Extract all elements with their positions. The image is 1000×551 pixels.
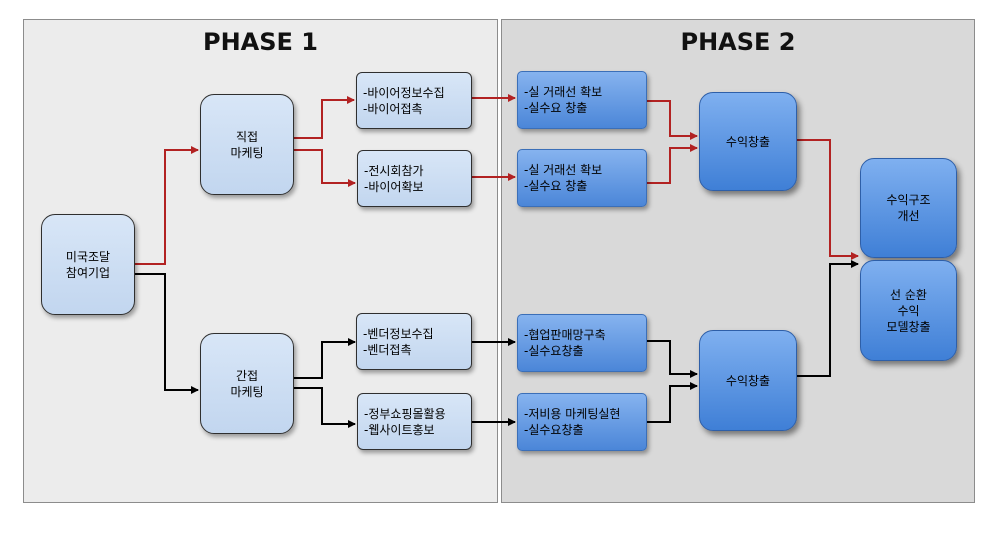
structure-improvement-line1: 수익구조	[886, 193, 931, 207]
arrow-rev-top-to-final	[797, 139, 859, 260]
virtuous-cycle-node: 선 순환 수익 모델창출	[860, 260, 957, 361]
arrow-start-to-indirect	[135, 273, 199, 394]
arrow-start-to-direct	[135, 146, 199, 265]
start-node-line2: 참여기업	[65, 265, 111, 280]
real-deal-1-line1: -실 거래선 확보	[524, 85, 603, 99]
real-deal-2-line2: -실수요 창출	[524, 179, 588, 193]
exhibition-box: -전시회참가 -바이어확보	[357, 150, 472, 207]
real-deal-2-line1: -실 거래선 확보	[524, 163, 603, 177]
real-deal-box-2: -실 거래선 확보 -실수요 창출	[517, 149, 647, 207]
arrow-p1-to-rev-top	[647, 100, 698, 140]
low-cost-line1: -저비용 마케팅실현	[524, 407, 621, 421]
exhibition-line1: -전시회참가	[364, 163, 424, 178]
collab-sales-box: -협업판매망구축 -실수요창출	[517, 314, 647, 372]
arrow-indirect-to-i1	[294, 338, 356, 379]
revenue-node-top: 수익창출	[699, 92, 797, 191]
start-node: 미국조달 참여기업	[41, 214, 135, 315]
start-node-line1: 미국조달	[65, 249, 111, 264]
real-deal-1-line2: -실수요 창출	[524, 101, 588, 115]
arrow-direct-to-d2	[294, 149, 356, 187]
direct-marketing-node: 직접 마케팅	[200, 94, 294, 195]
vendor-info-box: -벤더정보수집 -벤더접촉	[356, 313, 472, 370]
indirect-marketing-line1: 간접	[235, 368, 259, 383]
low-cost-box: -저비용 마케팅실현 -실수요창출	[517, 393, 647, 451]
low-cost-line2: -실수요창출	[524, 423, 584, 437]
virtuous-cycle-line2: 수익	[897, 303, 920, 318]
direct-marketing-line2: 마케팅	[230, 145, 264, 160]
indirect-marketing-node: 간접 마케팅	[200, 333, 294, 434]
virtuous-cycle-line3: 모델창출	[886, 319, 931, 334]
revenue-bottom-label: 수익창출	[725, 373, 771, 388]
arrow-direct-to-d1	[294, 96, 355, 139]
vendor-info-line1: -벤더정보수집	[363, 326, 434, 341]
phase-2-title: PHASE 2	[680, 28, 796, 56]
gov-mall-line2: -웹사이트홍보	[364, 422, 435, 437]
arrow-p2-to-rev-top	[647, 144, 698, 184]
buyer-info-line1: -바이어정보수집	[363, 85, 445, 100]
virtuous-cycle-line1: 선 순환	[890, 287, 927, 302]
collab-sales-line2: -실수요창출	[524, 344, 584, 358]
exhibition-line2: -바이어확보	[364, 179, 424, 194]
direct-marketing-line1: 직접	[235, 129, 259, 144]
real-deal-box-1: -실 거래선 확보 -실수요 창출	[517, 71, 647, 129]
structure-improvement-node: 수익구조 개선	[860, 158, 957, 258]
buyer-info-box: -바이어정보수집 -바이어접촉	[356, 72, 472, 129]
arrow-p3-to-rev-bottom	[647, 340, 698, 378]
structure-improvement-line2: 개선	[897, 209, 920, 223]
phase-1-title: PHASE 1	[203, 28, 318, 56]
indirect-marketing-line2: 마케팅	[230, 384, 264, 399]
buyer-info-line2: -바이어접촉	[363, 101, 423, 116]
revenue-top-label: 수익창출	[725, 134, 771, 149]
collab-sales-line1: -협업판매망구축	[524, 328, 606, 342]
vendor-info-line2: -벤더접촉	[363, 342, 412, 357]
revenue-node-bottom: 수익창출	[699, 330, 797, 431]
gov-mall-line1: -정부쇼핑몰활용	[364, 406, 446, 421]
arrow-rev-bottom-to-final	[797, 260, 859, 377]
arrow-indirect-to-i2	[294, 387, 356, 428]
gov-mall-box: -정부쇼핑몰활용 -웹사이트홍보	[357, 393, 472, 450]
arrow-p4-to-rev-bottom	[647, 382, 698, 423]
